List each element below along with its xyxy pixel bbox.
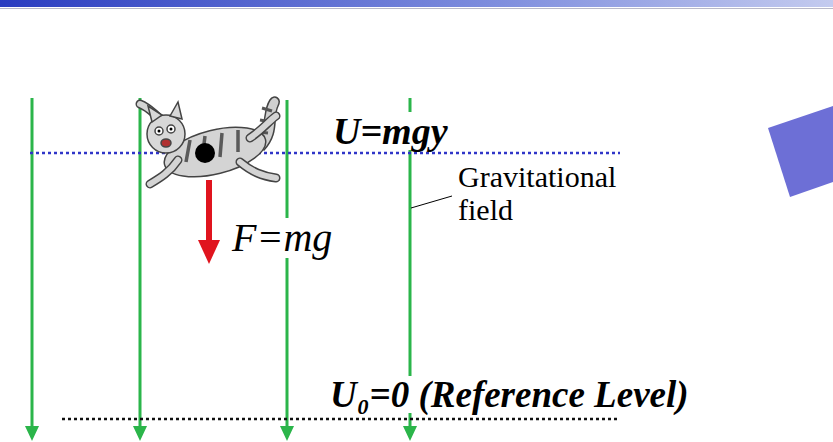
leader-line	[411, 196, 452, 208]
cat-leg	[250, 116, 276, 138]
force-arrow	[198, 180, 220, 264]
reference-level-line	[62, 418, 620, 421]
cat-eye	[155, 127, 163, 135]
field-line	[139, 98, 142, 428]
cat-leg	[240, 162, 276, 178]
field-arrowhead	[403, 426, 417, 441]
cat-figure	[140, 97, 279, 186]
header-bar	[0, 0, 833, 7]
cat-leg	[150, 160, 178, 184]
cat-eye	[167, 125, 175, 133]
force-shaft	[206, 180, 212, 244]
potential-level-line	[30, 152, 620, 155]
decor-shape	[768, 106, 833, 197]
field-arrowhead	[25, 426, 39, 441]
cat-leg	[250, 116, 276, 138]
force-arrowhead	[198, 240, 220, 264]
reference-label: U₀=0 (Reference Level)	[328, 376, 691, 413]
header-rule	[0, 8, 833, 9]
field-arrowhead	[280, 426, 294, 441]
field-line	[286, 100, 289, 428]
force-formula: F=mg	[230, 218, 334, 258]
field-label: Gravitational field	[456, 160, 660, 226]
cat-pupil	[158, 130, 161, 133]
field-line	[31, 98, 34, 428]
cat-pupil	[170, 128, 173, 131]
cat-leg	[240, 162, 276, 178]
cat-stripes	[186, 130, 238, 162]
cat-ears	[148, 102, 182, 122]
center-of-mass	[195, 143, 215, 163]
field-arrowhead	[133, 426, 147, 441]
cat-mouth	[161, 139, 171, 147]
cat-leg	[150, 160, 178, 184]
energy-formula: U=mgy	[331, 112, 450, 150]
